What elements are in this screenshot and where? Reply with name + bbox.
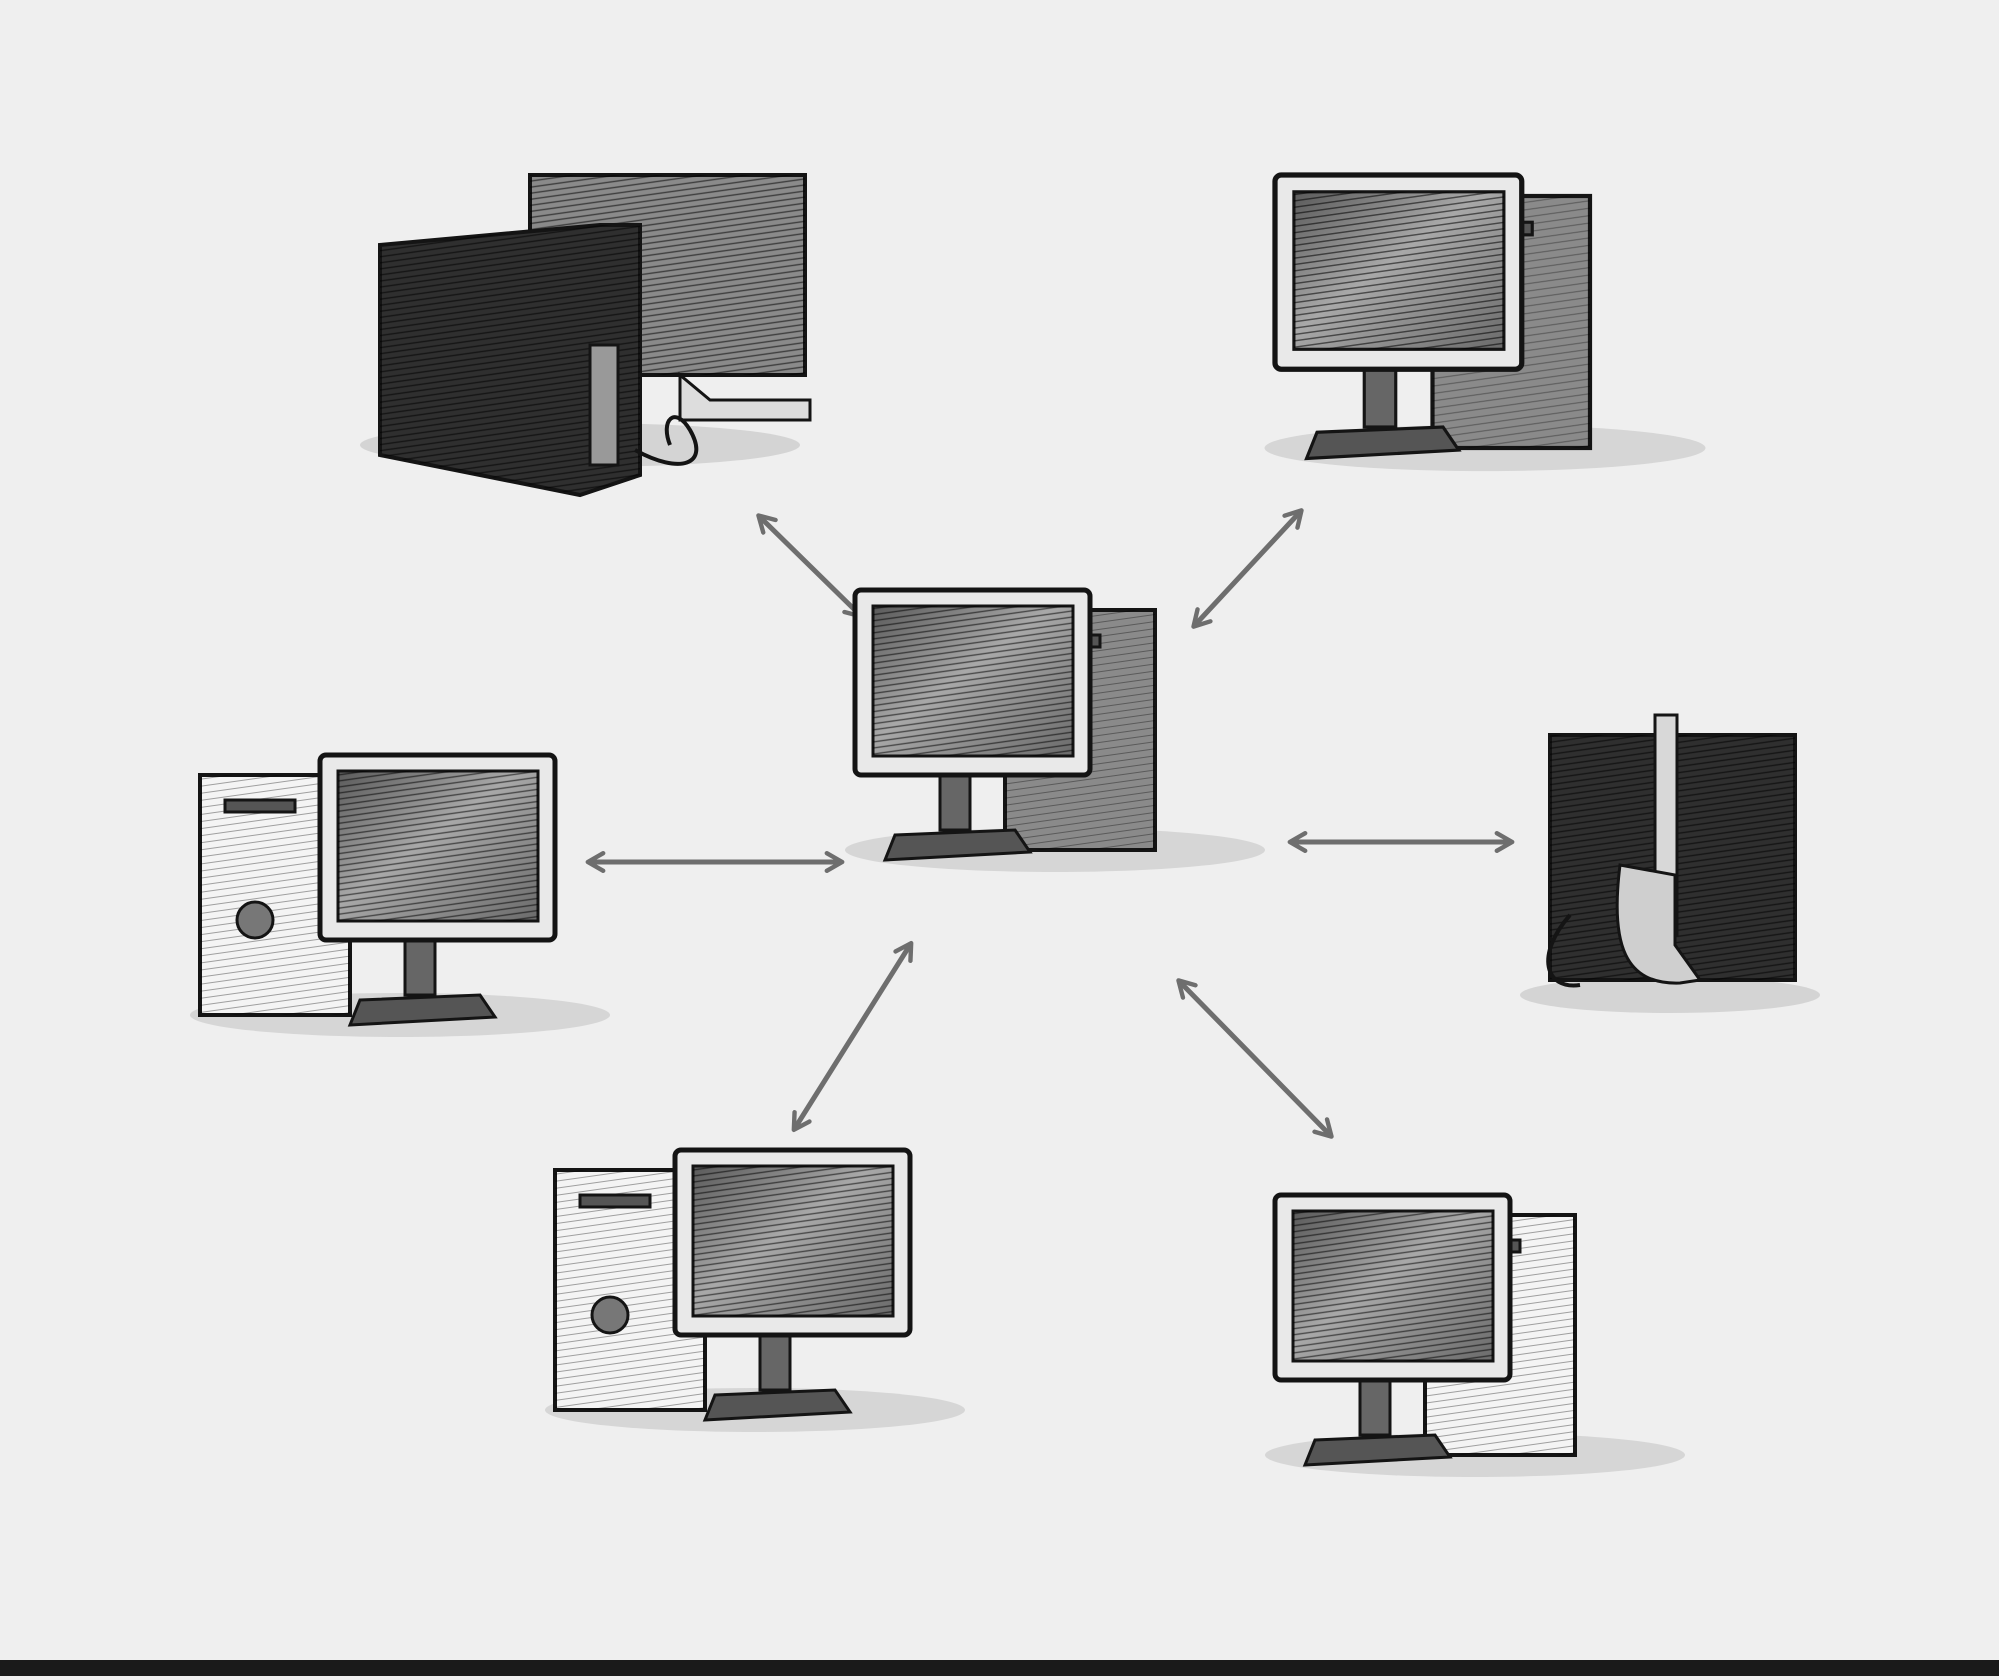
power-button-icon (235, 900, 275, 940)
screen-hatching (1293, 191, 1504, 350)
screen-hatching (873, 606, 1073, 756)
monitor-stand (758, 1333, 792, 1392)
monitor-stand (1362, 367, 1398, 429)
screen-hatching (693, 1166, 893, 1316)
pc-top-left-computer (360, 173, 812, 498)
pc-top-right-computer (1264, 172, 1706, 472)
page-edge-band (0, 1660, 1999, 1676)
edge-pc-top-right-arrow (1191, 508, 1304, 629)
edges-layer (585, 508, 1515, 1139)
monitor-stand (403, 938, 437, 997)
pc-right-computer (1520, 713, 1820, 1013)
cable (634, 415, 699, 466)
monitor-base (882, 828, 1033, 862)
screen-hatching (1293, 1211, 1493, 1361)
hub-computer (845, 587, 1265, 872)
edge-pc-bottom-left-arrow (791, 940, 914, 1133)
shadow (1520, 977, 1820, 1013)
monitor-stand (1358, 1378, 1392, 1437)
monitor-foot (678, 371, 812, 422)
edge-pc-bottom-right-arrow (1176, 978, 1334, 1139)
io-panel (588, 343, 620, 467)
edge-pc-top-left-arrow (756, 513, 864, 619)
monitor-base (702, 1388, 853, 1422)
monitor-stand (938, 773, 972, 832)
nodes-layer (190, 172, 1820, 1477)
drive-slot (578, 1193, 652, 1209)
monitor-base (1302, 1433, 1453, 1467)
tower-hatching (380, 225, 640, 495)
cable (1546, 913, 1581, 988)
pc-bottom-right-computer (1265, 1192, 1685, 1477)
monitor-base (347, 993, 498, 1027)
stand (1615, 863, 1703, 985)
screen-hatching (338, 771, 538, 921)
pc-left-computer (190, 752, 610, 1037)
monitor-base (1304, 425, 1462, 461)
pc-bottom-left-computer (545, 1147, 965, 1432)
drive-slot (223, 798, 297, 814)
power-button-icon (590, 1295, 630, 1335)
